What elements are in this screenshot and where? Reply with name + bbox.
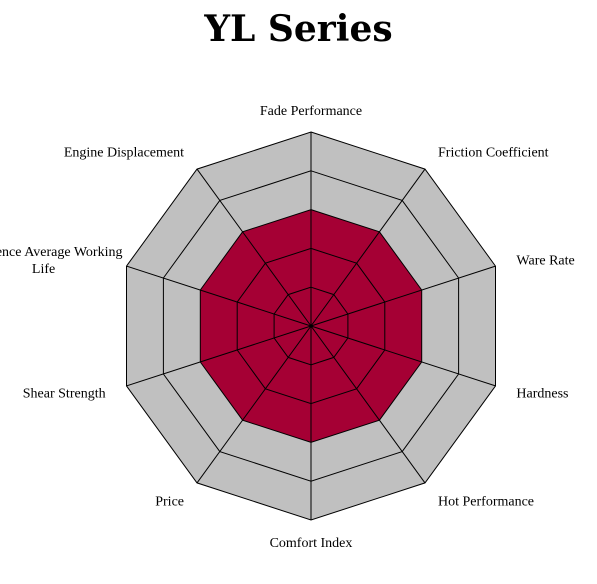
category-label: Engine Displacement bbox=[64, 145, 184, 160]
category-label: Hardness bbox=[516, 387, 568, 402]
category-label: Comfort Index bbox=[270, 536, 353, 551]
axis-spoke bbox=[310, 325, 496, 387]
axis-spoke bbox=[310, 325, 426, 484]
category-label: Ware Rate bbox=[516, 253, 574, 268]
category-label: Hot Performance bbox=[438, 495, 534, 510]
category-label: Friction Coefficient bbox=[438, 145, 549, 160]
axis-spoke bbox=[196, 325, 312, 484]
chart-title: YL Series bbox=[204, 8, 393, 50]
category-label: Price bbox=[155, 495, 184, 510]
axis-spoke bbox=[310, 265, 496, 327]
axis-spoke bbox=[126, 325, 312, 387]
axis-spoke bbox=[126, 265, 312, 327]
axis-spoke bbox=[196, 168, 312, 327]
category-label: Fade Performance bbox=[260, 104, 362, 119]
category-label: Shear Strength bbox=[23, 387, 106, 402]
axis-spoke bbox=[310, 168, 426, 327]
